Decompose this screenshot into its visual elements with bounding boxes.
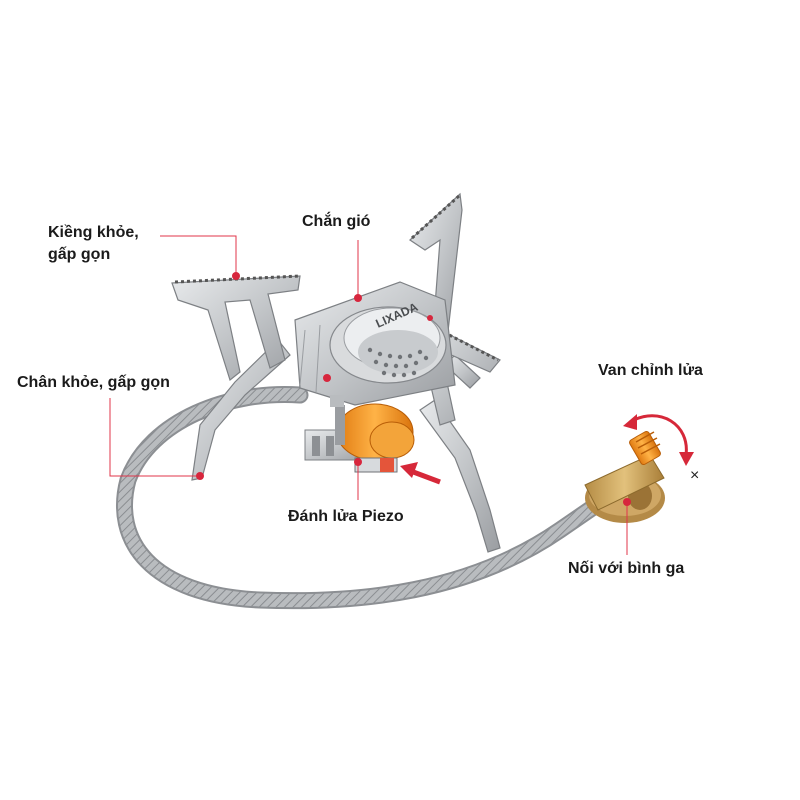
label-pot-support-line2: gấp gọn <box>48 245 111 263</box>
label-gas-connector: Nối với bình ga <box>568 560 685 577</box>
valve-close-mark: × <box>690 467 699 484</box>
label-legs: Chân khỏe, gấp gọn <box>17 374 170 391</box>
stove-legs <box>191 339 501 553</box>
valve-rotate-arrow <box>629 414 688 456</box>
callout-lines <box>109 235 628 555</box>
label-pot-support: Kiềng khỏe, gấp gọn <box>48 222 139 265</box>
callout-dots <box>196 272 631 506</box>
label-piezo: Đánh lửa Piezo <box>288 508 404 525</box>
label-windshield: Chắn gió <box>302 213 371 230</box>
piezo-igniter <box>354 457 398 473</box>
gas-connector <box>584 430 665 523</box>
label-flame-valve: Van chỉnh lửa <box>598 362 703 379</box>
label-pot-support-line1: Kiềng khỏe, <box>48 224 139 241</box>
burner-head: LIXADA <box>329 300 447 384</box>
stove-body <box>304 395 415 461</box>
